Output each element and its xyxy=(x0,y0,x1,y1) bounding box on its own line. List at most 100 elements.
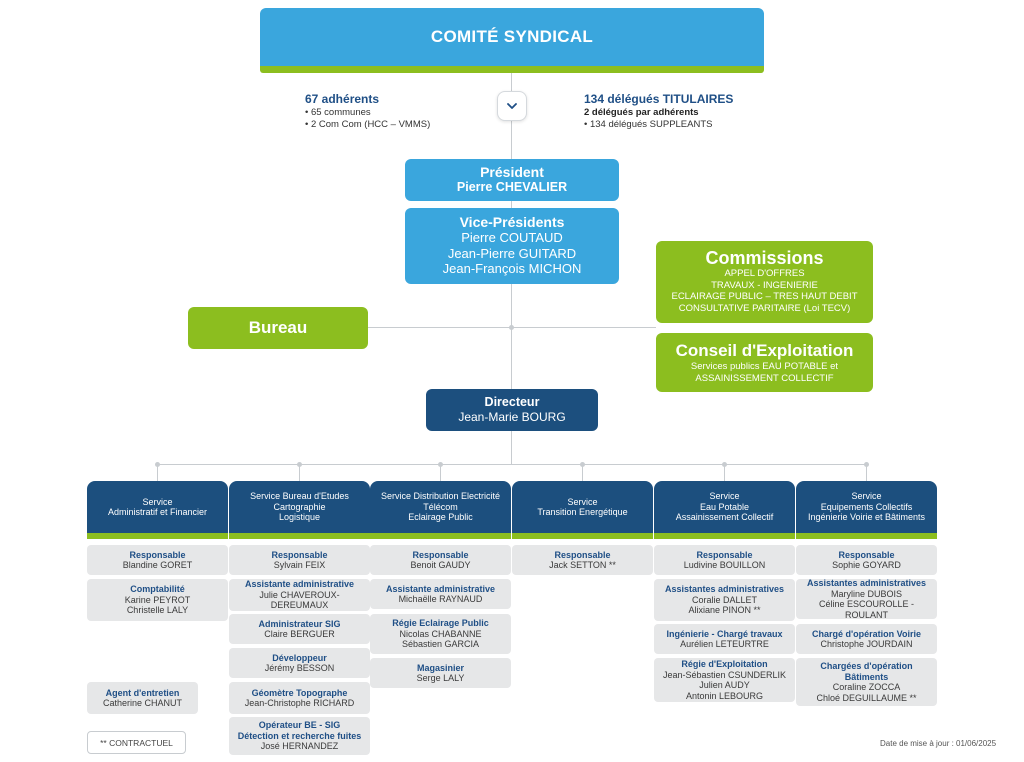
delegues-sub: 2 délégués par adhérents xyxy=(584,107,699,118)
service-header-line: Service Bureau d'Etudes xyxy=(250,491,349,502)
service-header-line: Service xyxy=(142,496,173,507)
staff-name: Julien AUDY xyxy=(699,680,750,690)
staff-role: Assistante administrative xyxy=(244,579,355,590)
service-header-line: Service xyxy=(851,491,882,502)
service-header-line: Transition Energétique xyxy=(537,507,628,517)
connector-dot xyxy=(509,325,514,330)
connector-service-1 xyxy=(157,464,158,481)
service-header-line: Equipements Collectifs xyxy=(820,501,913,512)
commission-line: APPEL D'OFFRES xyxy=(724,268,805,279)
connector-service-5 xyxy=(724,464,725,481)
staff-name: Ludivine BOUILLON xyxy=(683,560,766,570)
president-name: Pierre CHEVALIER xyxy=(456,180,568,194)
service-accent-bar xyxy=(229,533,370,539)
connector-service-3 xyxy=(440,464,441,481)
commission-line: TRAVAUX - INGENIERIE xyxy=(711,279,818,291)
service-header-line: Assainissement Collectif xyxy=(675,512,774,523)
staff-name: Coraline ZOCCA xyxy=(832,682,901,692)
president-title: Président xyxy=(480,164,544,180)
chevron-down-icon xyxy=(507,103,517,109)
staff-role: Détection et recherche fuites xyxy=(237,730,362,741)
connector-service-2 xyxy=(299,464,300,481)
service-header-line: Eau Potable xyxy=(699,501,750,512)
staff-name: Sébastien GARCIA xyxy=(401,639,480,650)
staff-name: Serge LALY xyxy=(416,673,465,683)
page-title: COMITÉ SYNDICAL xyxy=(260,8,764,66)
staff-role: Assistante administrative xyxy=(385,583,496,594)
expand-toggle-button[interactable] xyxy=(497,91,527,121)
directeur-name: Jean-Marie BOURG xyxy=(458,410,566,424)
adherents-heading: 67 adhérents xyxy=(305,92,380,106)
staff-name: Alixiane PINON ** xyxy=(688,605,761,616)
title-accent-bar xyxy=(260,66,764,73)
staff-role: Développeur xyxy=(272,652,327,663)
agent-name: Catherine CHANUT xyxy=(102,698,183,708)
bureau-box: Bureau xyxy=(188,307,368,349)
connector-dot xyxy=(580,462,585,467)
service-header-line: Service xyxy=(709,491,740,502)
vice-president-name: Jean-Pierre GUITARD xyxy=(447,245,577,261)
delegues-stats: 134 délégués TITULAIRES 2 délégués par a… xyxy=(584,91,733,131)
staff-role: Assistantes administratives xyxy=(664,584,785,595)
staff-name: Claire BERGUER xyxy=(264,629,335,639)
staff-name: Maryline DUBOIS xyxy=(830,588,902,599)
staff-role: Responsable xyxy=(129,549,186,560)
staff-role: Régie Eclairage Public xyxy=(392,618,489,629)
service-header-line: Logistique xyxy=(278,512,321,523)
commission-line: ECLAIRAGE PUBLIC – TRES HAUT DEBIT xyxy=(671,291,858,302)
connector-dot xyxy=(722,462,727,467)
staff-name: Jean-Sébastien CSUNDERLIK xyxy=(662,669,787,680)
conseil-title: Conseil d'Exploitation xyxy=(675,341,854,360)
staff-role: Géomètre Topographe xyxy=(251,687,348,698)
staff-role: Bâtiments xyxy=(844,671,889,682)
service-accent-bar xyxy=(512,533,653,539)
delegues-heading: 134 délégués TITULAIRES xyxy=(584,92,734,106)
staff-role: Chargé d'opération Voirie xyxy=(812,628,921,639)
connector-dot xyxy=(438,462,443,467)
staff-name: Céline ESCOUROLLE - ROULANT xyxy=(818,599,915,620)
staff-name: Antonin LEBOURG xyxy=(685,690,764,701)
staff-name: Blandine GORET xyxy=(122,560,193,570)
delegues-line: • 134 délégués SUPPLEANTS xyxy=(584,119,713,130)
commissions-title: Commissions xyxy=(705,248,824,268)
conseil-line: Services publics EAU POTABLE et xyxy=(690,361,839,372)
update-date: Date de mise à jour : 01/06/2025 xyxy=(880,739,997,748)
service-header-line: Service xyxy=(567,496,598,507)
staff-name: Jack SETTON ** xyxy=(549,560,616,570)
vice-president-name: Jean-François MICHON xyxy=(442,261,582,276)
staff-role: Administrateur SIG xyxy=(258,618,341,629)
adherents-line: • 2 Com Com (HCC – VMMS) xyxy=(305,119,431,130)
staff-name: Karine PEYROT xyxy=(124,594,191,605)
staff-role: Responsable xyxy=(412,549,469,560)
staff-name: Jean-Christophe RICHARD xyxy=(244,698,355,708)
staff-name: Christelle LALY xyxy=(126,605,189,616)
staff-name: Aurélien LETEURTRE xyxy=(680,639,769,649)
commissions-box: Commissions APPEL D'OFFRES TRAVAUX - ING… xyxy=(656,241,873,323)
staff-role: Opérateur BE - SIG xyxy=(258,720,341,731)
staff-name: Michaëlle RAYNAUD xyxy=(398,594,483,604)
staff-name: Jérémy BESSON xyxy=(264,663,335,673)
service-header-line: Service Distribution Electricité xyxy=(380,491,501,502)
service-header-line: Télécom xyxy=(423,501,458,512)
service-accent-bar xyxy=(796,533,937,539)
